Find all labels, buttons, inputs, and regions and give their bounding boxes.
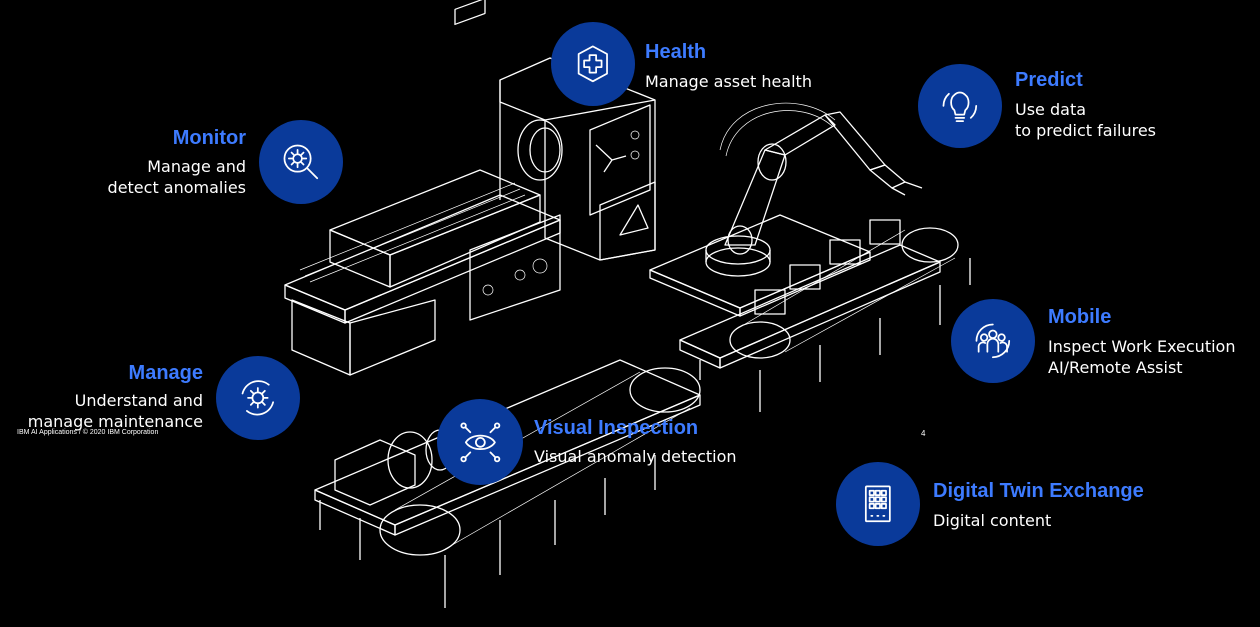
predict-circle: [918, 64, 1002, 148]
manage-circle: [216, 356, 300, 440]
footer-copyright: IBM AI Applications / © 2020 IBM Corpora…: [17, 429, 159, 436]
tablet-grid-icon: [865, 485, 891, 523]
people-group-icon: [975, 323, 1011, 359]
health-description: Manage asset health: [645, 72, 812, 91]
manage-description: Understand and manage maintenance: [27, 391, 203, 431]
predict-description: Use data to predict failures: [1015, 100, 1157, 140]
monitor-description: Manage and detect anomalies: [107, 157, 246, 197]
manage-title: Manage: [128, 362, 203, 384]
monitor-title: Monitor: [172, 127, 246, 149]
mobile-circle: [951, 299, 1035, 383]
mobile-description: Inspect Work Execution AI/Remote Assist: [1048, 337, 1236, 377]
health-title: Health: [645, 41, 707, 63]
magnifier-gear-icon: [283, 144, 319, 180]
gear-cycle-icon: [241, 380, 275, 416]
digital-twin-circle: [836, 462, 920, 546]
visual-inspection-circle: [437, 399, 523, 485]
visual-inspection-description: Visual anomaly detection: [534, 447, 737, 466]
health-cross-icon: [577, 45, 609, 83]
digital-twin-description: Digital content: [933, 511, 1052, 530]
visual-inspection-title: Visual Inspection: [534, 417, 699, 439]
health-circle: [551, 22, 635, 106]
mobile-title: Mobile: [1048, 306, 1112, 328]
eye-network-icon: [460, 422, 500, 462]
monitor-circle: [259, 120, 343, 204]
page-number: 4: [921, 429, 926, 438]
lightbulb-icon: [942, 91, 978, 123]
robot-arm-illustration: [649, 102, 971, 412]
digital-twin-title: Digital Twin Exchange: [933, 480, 1144, 502]
conveyor-illustration: [314, 359, 701, 608]
predict-title: Predict: [1015, 69, 1083, 91]
